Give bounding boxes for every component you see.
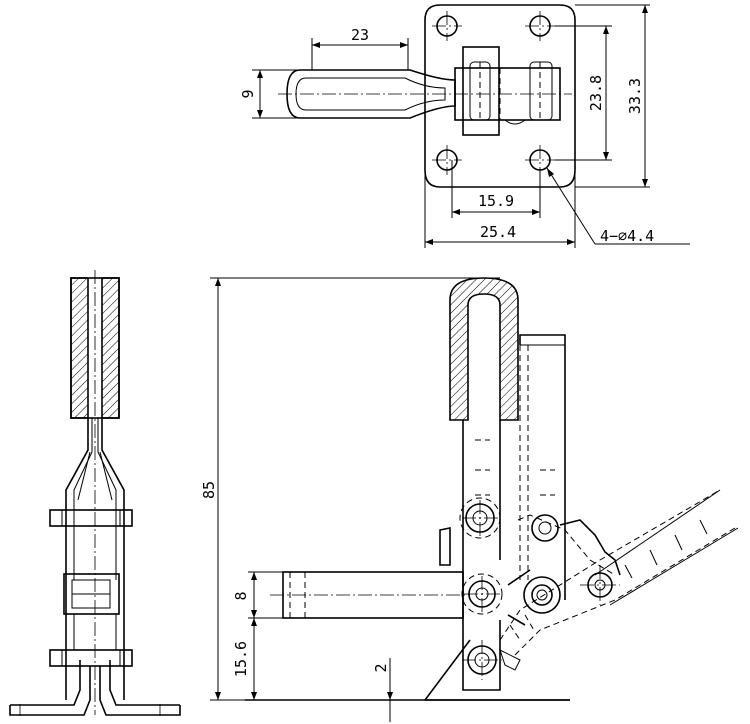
dim-bar-height: 15.6 <box>232 618 283 701</box>
front-view: 85 8 15.6 <box>200 277 739 722</box>
dim-bar-thickness-label: 8 <box>232 591 250 600</box>
dim-handle-width-label: 9 <box>239 89 257 98</box>
pivot-pins <box>459 497 620 680</box>
top-view-handle <box>286 69 456 119</box>
hole-callout-label: 4−⌀4.4 <box>600 227 654 245</box>
dim-overall-height: 85 <box>200 277 500 701</box>
dim-hole-spacing-vertical: 23.8 <box>555 25 612 161</box>
dim-hole-spacing-horizontal: 15.9 <box>451 160 541 218</box>
dim-base-height-label: 33.3 <box>626 78 644 114</box>
dim-handle-length: 23 <box>311 26 409 70</box>
dim-base-width: 25.4 <box>424 170 576 248</box>
top-view: 23 9 23.8 33.3 <box>239 4 690 248</box>
dim-handle-length-label: 23 <box>351 26 369 44</box>
top-view-base-plate <box>424 4 576 188</box>
dim-hole-spacing-horizontal-label: 15.9 <box>478 192 514 210</box>
dim-base-thickness: 2 <box>370 658 425 722</box>
dim-handle-width: 9 <box>239 69 300 119</box>
dim-hole-spacing-vertical-label: 23.8 <box>587 75 605 111</box>
dim-bar-height-label: 15.6 <box>232 641 250 677</box>
dim-base-height: 33.3 <box>575 4 650 188</box>
hole-callout: 4−⌀4.4 <box>546 167 690 245</box>
top-view-mounting-holes <box>432 11 555 175</box>
dim-overall-height-label: 85 <box>200 481 218 499</box>
dim-base-thickness-label: 2 <box>372 663 390 672</box>
dim-base-width-label: 25.4 <box>480 223 516 241</box>
side-view <box>9 270 181 716</box>
